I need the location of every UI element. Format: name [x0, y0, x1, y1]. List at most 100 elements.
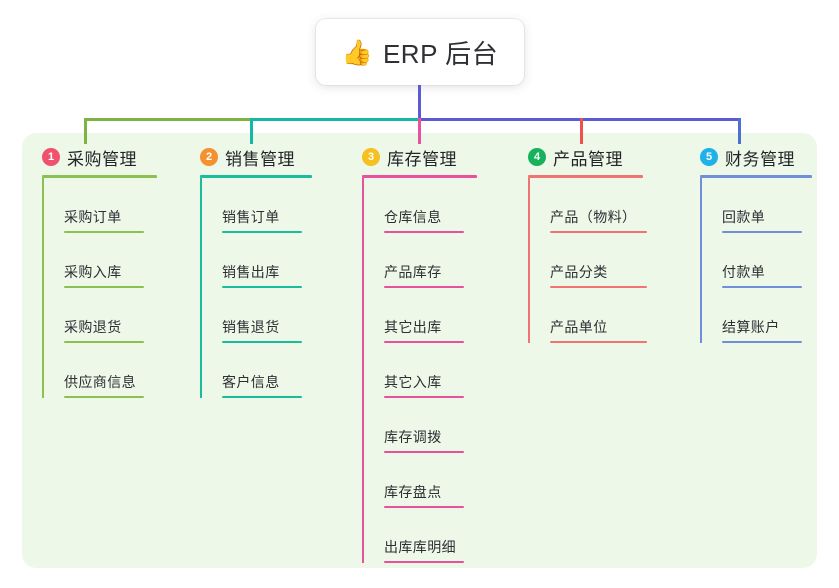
leaf-item-label: 产品（物料）: [550, 209, 637, 225]
column-items: 采购订单采购入库采购退货供应商信息: [42, 178, 157, 398]
leaf-item[interactable]: 其它出库: [362, 288, 477, 343]
trunk-segment-teal: [250, 118, 420, 121]
branch-column-2: 2 销售管理销售订单销售出库销售退货客户信息: [200, 145, 312, 398]
leaf-item-label: 库存盘点: [384, 484, 442, 500]
column-index-badge: 3: [362, 148, 380, 166]
drop-col-4: [580, 118, 583, 144]
column-spine: [200, 178, 202, 398]
column-underline: [42, 175, 157, 178]
branch-column-3: 3 库存管理仓库信息产品库存其它出库其它入库库存调拨库存盘点出库库明细: [362, 145, 477, 563]
leaf-item-label: 供应商信息: [64, 374, 136, 390]
leaf-item[interactable]: 采购订单: [42, 178, 157, 233]
leaf-item[interactable]: 库存盘点: [362, 453, 477, 508]
leaf-item-underline: [550, 286, 647, 288]
leaf-item-underline: [222, 231, 302, 233]
leaf-item-label: 其它入库: [384, 374, 442, 390]
leaf-item-label: 产品库存: [384, 264, 442, 280]
column-underline: [700, 175, 812, 178]
column-items: 产品（物料） 产品分类产品单位: [528, 178, 647, 343]
leaf-item[interactable]: 出库库明细: [362, 508, 477, 563]
leaf-item-label: 采购入库: [64, 264, 122, 280]
column-spine: [42, 178, 44, 398]
column-underline: [528, 175, 643, 178]
leaf-item-label: 出库库明细: [384, 539, 456, 555]
column-spine: [700, 178, 702, 343]
leaf-item-label: 付款单: [722, 264, 766, 280]
drop-col-1: [84, 118, 87, 144]
leaf-item-underline: [722, 341, 802, 343]
column-items: 回款单付款单结算账户: [700, 178, 812, 343]
root-stem: [418, 85, 421, 134]
column-items: 销售订单销售出库销售退货客户信息: [200, 178, 312, 398]
leaf-item-underline: [222, 341, 302, 343]
leaf-item-underline: [64, 231, 144, 233]
column-index-badge: 5: [700, 148, 718, 166]
leaf-item[interactable]: 产品单位: [528, 288, 647, 343]
column-spine: [362, 178, 364, 563]
leaf-item-underline: [722, 231, 802, 233]
leaf-item-underline: [222, 286, 302, 288]
leaf-item-underline: [64, 286, 144, 288]
leaf-item-underline: [384, 231, 464, 233]
leaf-item[interactable]: 产品库存: [362, 233, 477, 288]
column-header-1[interactable]: 1 采购管理: [42, 145, 157, 169]
leaf-item-underline: [384, 396, 464, 398]
leaf-item[interactable]: 产品（物料）: [528, 178, 647, 233]
column-items: 仓库信息产品库存其它出库其它入库库存调拨库存盘点出库库明细: [362, 178, 477, 563]
leaf-item-label: 采购退货: [64, 319, 122, 335]
leaf-item[interactable]: 其它入库: [362, 343, 477, 398]
column-title: 采购管理: [67, 149, 137, 169]
leaf-item-label: 回款单: [722, 209, 766, 225]
leaf-item-underline: [550, 231, 647, 233]
leaf-item-label: 仓库信息: [384, 209, 442, 225]
leaf-item[interactable]: 付款单: [700, 233, 812, 288]
leaf-item-underline: [722, 286, 802, 288]
branch-column-1: 1 采购管理采购订单采购入库采购退货供应商信息: [42, 145, 157, 398]
leaf-item-underline: [384, 451, 464, 453]
leaf-item[interactable]: 销售出库: [200, 233, 312, 288]
leaf-item[interactable]: 销售订单: [200, 178, 312, 233]
diagram-background-panel: [22, 133, 817, 568]
leaf-item[interactable]: 客户信息: [200, 343, 312, 398]
leaf-item[interactable]: 采购退货: [42, 288, 157, 343]
leaf-item[interactable]: 回款单: [700, 178, 812, 233]
column-index-badge: 2: [200, 148, 218, 166]
column-title: 产品管理: [553, 149, 623, 169]
drop-col-3: [418, 118, 421, 144]
trunk-segment-green: [84, 118, 250, 121]
branch-column-5: 5 财务管理回款单付款单结算账户: [700, 145, 812, 343]
leaf-item[interactable]: 仓库信息: [362, 178, 477, 233]
root-node[interactable]: 👍 ERP 后台: [316, 19, 524, 85]
leaf-item[interactable]: 采购入库: [42, 233, 157, 288]
leaf-item-label: 产品分类: [550, 264, 608, 280]
leaf-item-underline: [222, 396, 302, 398]
leaf-item-label: 销售出库: [222, 264, 280, 280]
column-title: 销售管理: [225, 149, 295, 169]
column-spine: [528, 178, 530, 343]
leaf-item-label: 采购订单: [64, 209, 122, 225]
root-node-title: ERP 后台: [382, 38, 499, 69]
column-underline: [200, 175, 312, 178]
leaf-item-underline: [384, 341, 464, 343]
leaf-item-label: 库存调拨: [384, 429, 442, 445]
column-header-3[interactable]: 3 库存管理: [362, 145, 477, 169]
drop-col-5: [738, 118, 741, 144]
leaf-item[interactable]: 库存调拨: [362, 398, 477, 453]
leaf-item-underline: [550, 341, 647, 343]
leaf-item[interactable]: 销售退货: [200, 288, 312, 343]
leaf-item-underline: [384, 286, 464, 288]
leaf-item[interactable]: 结算账户: [700, 288, 812, 343]
drop-col-2: [250, 118, 253, 144]
leaf-item[interactable]: 供应商信息: [42, 343, 157, 398]
column-header-5[interactable]: 5 财务管理: [700, 145, 812, 169]
column-title: 财务管理: [725, 149, 795, 169]
column-title: 库存管理: [387, 149, 457, 169]
leaf-item[interactable]: 产品分类: [528, 233, 647, 288]
column-header-2[interactable]: 2 销售管理: [200, 145, 312, 169]
thumbs-up-icon: 👍: [341, 38, 373, 67]
column-underline: [362, 175, 477, 178]
leaf-item-underline: [384, 561, 464, 563]
column-index-badge: 1: [42, 148, 60, 166]
